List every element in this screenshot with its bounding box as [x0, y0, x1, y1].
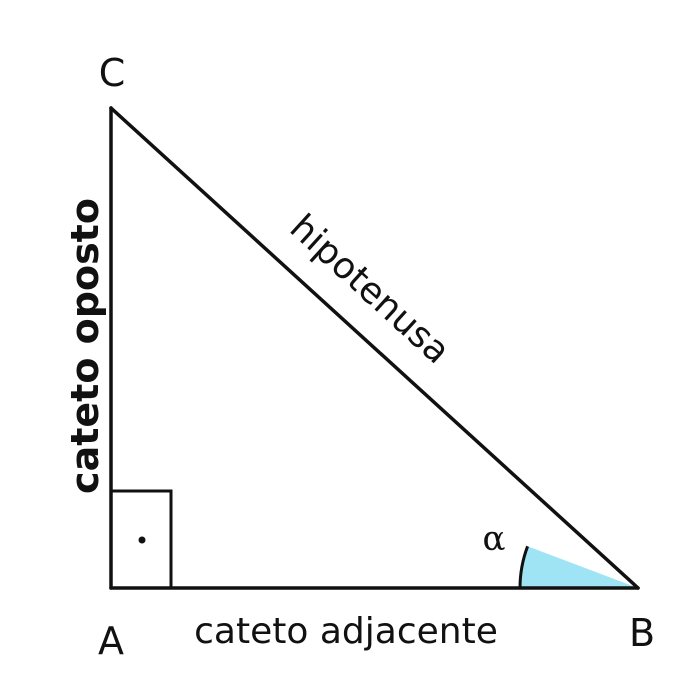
vertex-label-a: A	[98, 619, 124, 663]
right-angle-dot	[138, 536, 146, 544]
vertex-label-b: B	[629, 611, 655, 655]
label-cateto-adjacente: cateto adjacente	[194, 611, 498, 652]
angle-alpha-wedge	[520, 546, 638, 588]
vertex-label-c: C	[99, 51, 126, 95]
label-cateto-oposto: cateto oposto	[63, 198, 107, 494]
side-hypotenuse-line	[109, 106, 640, 590]
label-angle-alpha: α	[483, 519, 506, 559]
